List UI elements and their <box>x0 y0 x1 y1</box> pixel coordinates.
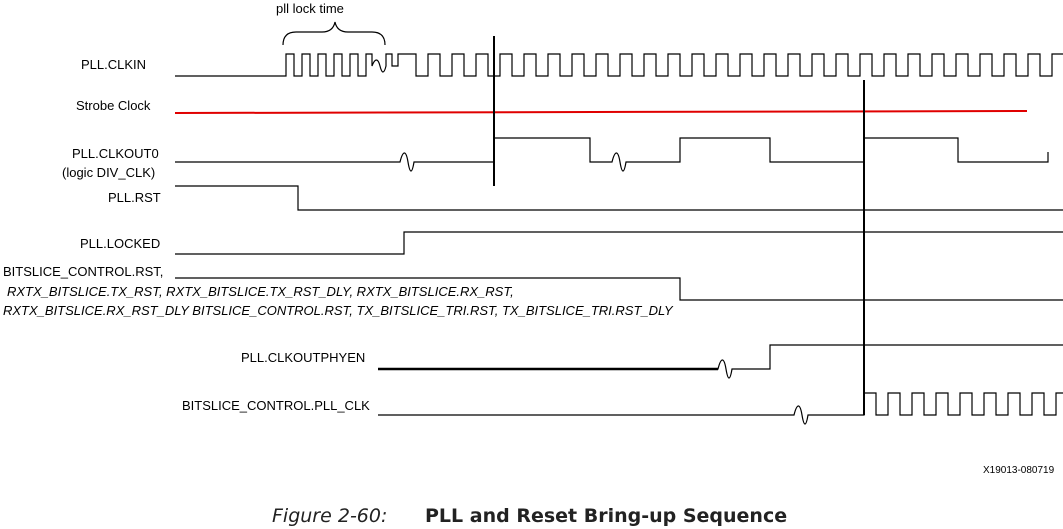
wave-pll-locked <box>175 231 1063 255</box>
wave-bitslice-pll-clk <box>378 392 1063 425</box>
pll-lock-time-label: pll lock time <box>276 1 344 16</box>
label-pll-clkin: PLL.CLKIN <box>81 57 146 72</box>
wave-pll-clkout0 <box>175 137 1049 172</box>
label-bitslice-rst-3: RXTX_BITSLICE.RX_RST_DLY BITSLICE_CONTRO… <box>3 303 674 318</box>
wave-bitslice-rst <box>175 277 1063 301</box>
wave-pll-clkoutphyen <box>378 344 1063 379</box>
label-pll-locked: PLL.LOCKED <box>80 236 160 251</box>
wave-pll-clkin <box>175 53 1063 77</box>
label-logic-div-clk: (logic DIV_CLK) <box>62 165 155 180</box>
caption-number: Figure 2-60: <box>272 505 387 527</box>
label-pll-clkoutphyen: PLL.CLKOUTPHYEN <box>241 350 365 365</box>
label-bitslice-rst-2: RXTX_BITSLICE.TX_RST, RXTX_BITSLICE.TX_R… <box>7 284 514 299</box>
wave-strobe-clock <box>174 110 1028 114</box>
label-bitslice-rst-1: BITSLICE_CONTROL.RST, <box>3 264 163 279</box>
caption-title: PLL and Reset Bring-up Sequence <box>425 505 787 527</box>
label-pll-clkout0: PLL.CLKOUT0 <box>72 146 159 161</box>
wave-pll-rst <box>175 185 1063 211</box>
label-bitslice-pll-clk: BITSLICE_CONTROL.PLL_CLK <box>182 398 370 413</box>
label-strobe-clock: Strobe Clock <box>76 98 151 113</box>
pll-lock-time-brace <box>282 21 386 46</box>
figure-id: X19013-080719 <box>983 465 1055 476</box>
label-pll-rst: PLL.RST <box>108 190 161 205</box>
